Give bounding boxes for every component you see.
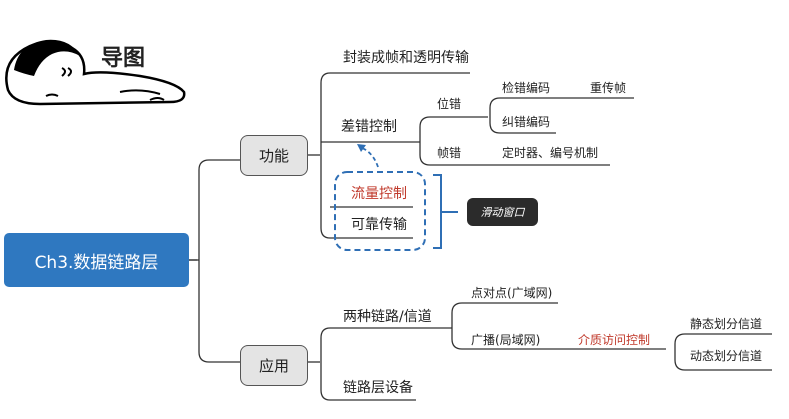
root-node[interactable]: Ch3.数据链路层 [4, 233, 189, 287]
sliding-window-tag[interactable]: 滑动窗口 [467, 198, 538, 226]
p2p-node[interactable]: 点对点(广域网) [471, 286, 553, 300]
page-title: 导图 [101, 46, 146, 71]
error-control-node[interactable]: 差错控制 [341, 119, 397, 135]
broadcast-node[interactable]: 广播(局域网) [471, 333, 541, 347]
two-links-node[interactable]: 两种链路/信道 [343, 309, 432, 325]
dynamic-channel-node[interactable]: 动态划分信道 [690, 349, 763, 363]
framing-node[interactable]: 封装成帧和透明传输 [343, 50, 469, 66]
flow-control-node[interactable]: 流量控制 [351, 186, 407, 202]
static-channel-node[interactable]: 静态划分信道 [690, 317, 763, 331]
correct-code-node[interactable]: 纠错编码 [502, 115, 551, 129]
applications-node[interactable]: 应用 [240, 345, 308, 386]
detect-code-node[interactable]: 检错编码 [502, 81, 551, 95]
mac-node[interactable]: 介质访问控制 [578, 333, 651, 347]
dashed-group-border [334, 171, 426, 251]
reliable-transfer-node[interactable]: 可靠传输 [351, 217, 407, 233]
bit-error-node[interactable]: 位错 [437, 97, 462, 111]
timer-node[interactable]: 定时器、编号机制 [502, 146, 599, 160]
link-devices-node[interactable]: 链路层设备 [343, 380, 413, 396]
frame-error-node[interactable]: 帧错 [437, 146, 462, 160]
retransmit-node[interactable]: 重传帧 [590, 81, 627, 95]
functions-node[interactable]: 功能 [240, 135, 308, 176]
sleeping-character-icon [5, 39, 186, 106]
